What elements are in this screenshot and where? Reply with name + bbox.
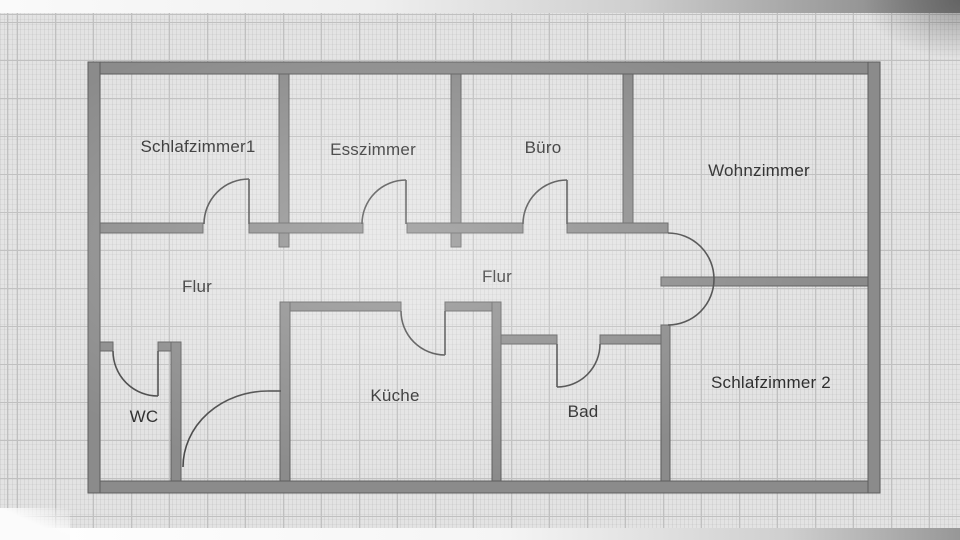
room-label-bad: Bad [567,402,599,421]
room-label-esszimmer: Esszimmer [330,140,416,159]
wall-bad-nord-1 [500,334,558,345]
wall-esszimmer-buero [450,73,462,234]
room-label-schlafzimmer1: Schlafzimmer1 [140,137,256,156]
door-arc-doppeltuer-flur [667,232,715,326]
room-label-flur-links: Flur [181,277,213,296]
door-arc-bad [556,343,601,388]
wall-wc-ost [170,341,182,482]
outer-wall-right [867,61,881,494]
outer-wall-top [87,61,881,75]
wall-kueche-bad [491,301,502,482]
wall-kueche-nord-2 [444,301,497,312]
wall-kueche-nord-1 [289,301,402,312]
room-label-schlafzimmer2: Schlafzimmer 2 [711,373,831,392]
wall-nub-1 [278,232,290,248]
door-arc-wc [112,350,159,397]
room-label-buero: Büro [524,138,562,157]
door-arc-esszimmer [361,179,407,225]
room-label-wc: WC [129,407,159,426]
wall-flur-nord-4 [566,222,669,234]
wall-buero-wohnzimmer [622,73,634,234]
doors [112,178,715,468]
wall-flur-nord-3 [406,222,524,234]
wall-wc-nord-1 [99,341,114,352]
wall-nub-2 [450,232,462,248]
wall-flur-nord-1 [99,222,204,234]
room-label-kueche: Küche [370,386,420,405]
outer-wall-bottom [87,480,881,494]
door-arc-kueche [400,310,446,356]
door-arc-eingang [182,390,269,468]
wall-wohnzimmer-schlafzimmer2 [660,276,869,287]
wall-schlafzimmer1-esszimmer [278,73,290,234]
wall-flur-nord-2 [248,222,364,234]
outer-wall-left [87,61,101,494]
room-label-wohnzimmer: Wohnzimmer [708,161,810,180]
door-arc-buero [522,179,568,225]
walls [87,61,881,494]
wall-kueche-west [279,301,291,482]
wall-bad-nord-2 [599,334,662,345]
room-label-flur-mitte: Flur [481,267,513,286]
wall-bad-schlafzimmer2 [660,324,671,482]
door-arc-schlafzimmer1 [203,178,250,225]
